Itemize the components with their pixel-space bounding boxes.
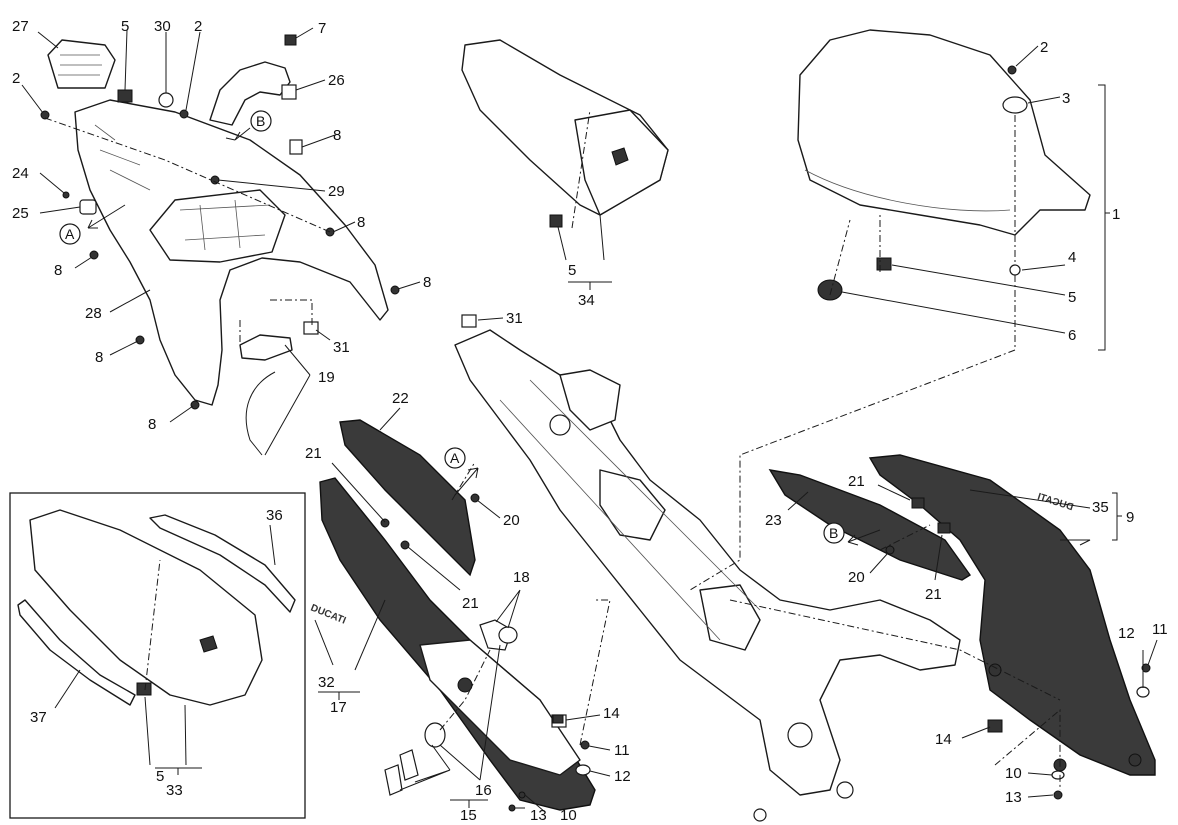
hardware bbox=[40, 34, 1151, 812]
callout-31: 31 bbox=[333, 339, 350, 356]
callout-23: 23 bbox=[765, 512, 782, 529]
callout-5: 5 bbox=[156, 768, 164, 785]
svg-text:A: A bbox=[65, 226, 75, 242]
callout-10: 10 bbox=[560, 807, 577, 824]
callout-34: 34 bbox=[578, 292, 595, 309]
seat-cowl-33 bbox=[29, 509, 263, 706]
callout-21: 21 bbox=[462, 595, 479, 612]
callout-30: 30 bbox=[154, 18, 171, 35]
callout-17: 17 bbox=[330, 699, 347, 716]
callout-14: 14 bbox=[935, 731, 952, 748]
svg-text:B: B bbox=[256, 113, 265, 129]
callout-15: 15 bbox=[460, 807, 477, 824]
passenger-seat bbox=[461, 39, 669, 216]
callout-31: 31 bbox=[506, 310, 523, 327]
callout-12: 12 bbox=[614, 768, 631, 785]
leader-lines bbox=[21, 27, 1158, 813]
rear-subframe bbox=[454, 329, 961, 822]
callout-14: 14 bbox=[603, 705, 620, 722]
callout-11: 11 bbox=[1152, 621, 1168, 638]
lifting-strap bbox=[209, 61, 291, 126]
seat-cowl-trim-37 bbox=[17, 599, 136, 706]
dashed-guides bbox=[44, 109, 1061, 790]
callout-9: 9 bbox=[1126, 509, 1134, 526]
callout-8: 8 bbox=[357, 214, 365, 231]
seat-cover-pad bbox=[47, 39, 116, 89]
callout-7: 7 bbox=[318, 20, 326, 37]
svg-text:A: A bbox=[450, 450, 460, 466]
ref-circle-a-center: A bbox=[444, 447, 466, 469]
tail-fairing bbox=[74, 99, 389, 406]
right-lower-panel-9 bbox=[868, 454, 1156, 776]
callout-20: 20 bbox=[848, 569, 865, 586]
seat-cowl-trim-36 bbox=[149, 514, 296, 613]
callout-numbers: 27 5 30 2 7 26 2 8 24 25 29 8 8 8 28 8 8… bbox=[12, 18, 1168, 824]
callout-11: 11 bbox=[614, 742, 630, 759]
callout-22: 22 bbox=[392, 390, 409, 407]
callout-1: 1 bbox=[1112, 206, 1120, 223]
seat-lock-bracket bbox=[239, 334, 293, 361]
callout-29: 29 bbox=[328, 183, 345, 200]
left-panel-cover-15 bbox=[419, 639, 581, 776]
callout-16: 16 bbox=[475, 782, 492, 799]
callout-12: 12 bbox=[1118, 625, 1135, 642]
ref-circle-b-top: B bbox=[250, 110, 272, 132]
callout-5: 5 bbox=[1068, 289, 1076, 306]
callout-32: 32 bbox=[318, 674, 335, 691]
callout-8: 8 bbox=[148, 416, 156, 433]
callout-18: 18 bbox=[513, 569, 530, 586]
callout-27: 27 bbox=[12, 18, 29, 35]
callout-13: 13 bbox=[530, 807, 547, 824]
callout-25: 25 bbox=[12, 205, 29, 222]
callout-26: 26 bbox=[328, 72, 345, 89]
callout-8: 8 bbox=[333, 127, 341, 144]
right-upper-panel-23 bbox=[768, 469, 972, 581]
callout-5: 5 bbox=[121, 18, 129, 35]
callout-6: 6 bbox=[1068, 327, 1076, 344]
svg-text:B: B bbox=[829, 525, 838, 541]
ref-circle-a-left: A bbox=[59, 223, 81, 245]
callout-8: 8 bbox=[54, 262, 62, 279]
callout-2: 2 bbox=[12, 70, 20, 87]
callout-21: 21 bbox=[848, 473, 865, 490]
callout-10: 10 bbox=[1005, 765, 1022, 782]
ref-circle-b-right: B bbox=[823, 522, 845, 544]
callout-33: 33 bbox=[166, 782, 183, 799]
callout-36: 36 bbox=[266, 507, 283, 524]
ducati-decal-left: DUCATI bbox=[309, 603, 348, 627]
callout-28: 28 bbox=[85, 305, 102, 322]
callout-20: 20 bbox=[503, 512, 520, 529]
callout-24: 24 bbox=[12, 165, 29, 182]
callout-2: 2 bbox=[194, 18, 202, 35]
callout-8: 8 bbox=[95, 349, 103, 366]
rider-seat bbox=[797, 29, 1091, 236]
callout-21: 21 bbox=[305, 445, 322, 462]
left-upper-panel-22 bbox=[339, 419, 476, 577]
callout-4: 4 bbox=[1068, 249, 1076, 266]
callout-21: 21 bbox=[925, 586, 942, 603]
callout-8: 8 bbox=[423, 274, 431, 291]
callout-3: 3 bbox=[1062, 90, 1070, 107]
callout-5: 5 bbox=[568, 262, 576, 279]
callout-37: 37 bbox=[30, 709, 47, 726]
callout-35: 35 bbox=[1092, 499, 1109, 516]
inset-box bbox=[9, 492, 306, 819]
callout-13: 13 bbox=[1005, 789, 1022, 806]
callout-2: 2 bbox=[1040, 39, 1048, 56]
callout-19: 19 bbox=[318, 369, 335, 386]
